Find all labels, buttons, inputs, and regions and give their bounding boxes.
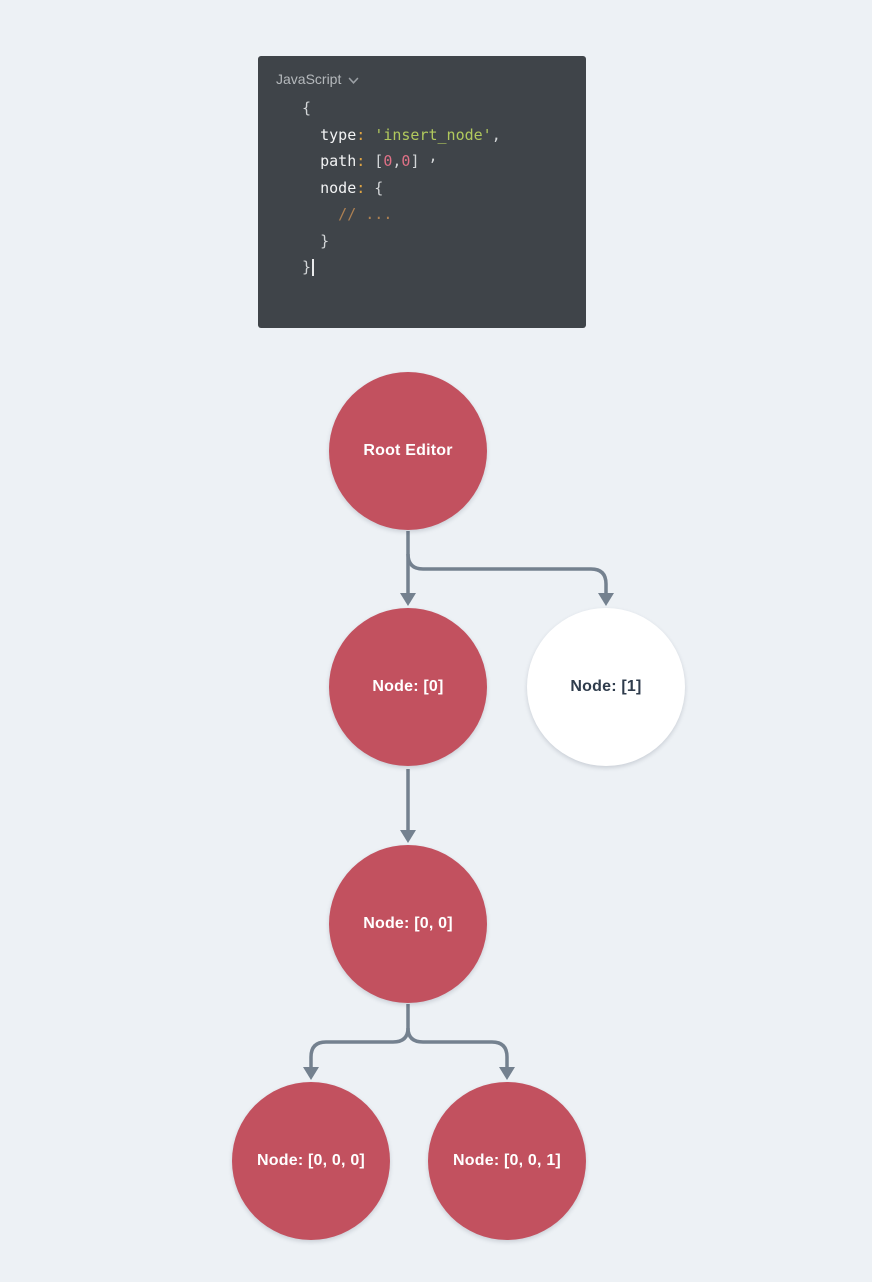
tree-node-0-0-0: Node: [0, 0, 0] [232, 1082, 390, 1240]
code-token [284, 152, 320, 170]
tree-node-label: Root Editor [363, 442, 453, 459]
code-line: // ... [284, 201, 586, 228]
code-editor-panel[interactable]: JavaScript { type: 'insert_node', path: … [258, 56, 586, 328]
code-token: : [356, 152, 366, 170]
code-token: : [356, 125, 366, 144]
code-token: ] [410, 152, 429, 170]
tree-node-0-0-1: Node: [0, 0, 1] [428, 1082, 586, 1240]
text-cursor [312, 259, 315, 276]
code-token: , [491, 125, 501, 144]
code-token [284, 126, 320, 144]
tree-node-1: Node: [1] [527, 608, 685, 766]
tree-node-label: Node: [0, 0, 0] [257, 1152, 365, 1169]
tree-node-label: Node: [0] [372, 678, 444, 695]
code-token: { [284, 99, 312, 117]
tree-connector-node-0-0-node-0-0-0 [309, 1027, 410, 1068]
code-token: , [428, 147, 438, 165]
tree-connector-root-node-1 [406, 553, 608, 594]
code-token: [ [365, 152, 384, 170]
code-token: { [365, 178, 384, 197]
code-line: path: [0,0] , [284, 147, 586, 175]
tree-node-0: Node: [0] [329, 608, 487, 766]
code-token: path [320, 152, 357, 170]
arrowhead-icon [400, 830, 416, 843]
code-block[interactable]: { type: 'insert_node', path: [0,0] , nod… [258, 95, 586, 281]
code-token [284, 179, 320, 197]
code-token: node [320, 178, 357, 197]
tree-connector-node-0-0-node-0-0-1 [406, 1027, 509, 1068]
code-line: } [284, 254, 586, 281]
tree-node-label: Node: [0, 0] [363, 915, 453, 932]
arrowhead-icon [598, 593, 614, 606]
arrowhead-icon [303, 1067, 319, 1080]
code-token: : [356, 178, 366, 197]
code-token: 'insert_node' [374, 125, 492, 144]
chevron-down-icon [348, 77, 359, 85]
tree-node-label: Node: [0, 0, 1] [453, 1152, 561, 1169]
code-line: } [284, 228, 586, 255]
code-comment: // ... [284, 205, 393, 223]
language-selector-label: JavaScript [276, 71, 342, 87]
code-line: type: 'insert_node', [284, 122, 586, 149]
tree-node-root: Root Editor [329, 372, 487, 530]
code-token: 0 [383, 152, 393, 170]
code-token: type [320, 125, 357, 144]
code-token: , [392, 152, 402, 170]
tree-node-0-0: Node: [0, 0] [329, 845, 487, 1003]
code-line: { [284, 95, 586, 122]
code-line: node: { [284, 175, 586, 202]
arrowhead-icon [499, 1067, 515, 1080]
tree-node-label: Node: [1] [570, 678, 642, 695]
code-token: } [284, 258, 312, 276]
code-token [365, 126, 374, 144]
code-token: 0 [401, 152, 411, 170]
language-selector[interactable]: JavaScript [258, 56, 586, 88]
code-token: } [284, 231, 330, 250]
arrowhead-icon [400, 593, 416, 606]
